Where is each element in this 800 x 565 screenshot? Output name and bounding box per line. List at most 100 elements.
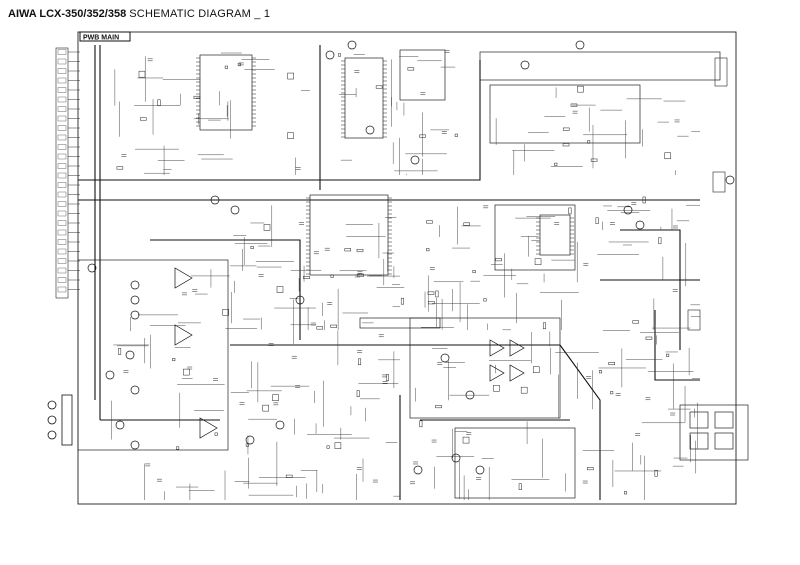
pin-pad xyxy=(57,106,67,112)
transistor xyxy=(365,125,375,135)
transistor xyxy=(623,205,633,215)
pin-pad xyxy=(57,115,67,122)
resistor xyxy=(172,358,176,362)
capacitor xyxy=(429,267,435,270)
pwb-main-tab xyxy=(79,31,131,42)
pin-pad xyxy=(57,49,67,55)
resistor xyxy=(287,72,294,80)
transistor xyxy=(105,370,115,380)
resistor xyxy=(454,133,458,137)
resistor xyxy=(463,222,470,226)
resistor xyxy=(183,368,190,376)
resistor xyxy=(356,249,364,253)
resistor xyxy=(222,309,229,316)
transistor xyxy=(347,40,357,50)
input-jack xyxy=(47,394,73,446)
transistor xyxy=(125,350,135,360)
resistor xyxy=(658,237,662,244)
capacitor xyxy=(645,397,651,401)
capacitor xyxy=(310,322,316,326)
resistor xyxy=(472,270,476,274)
amp-block xyxy=(77,259,576,499)
resistor xyxy=(250,245,254,249)
capacitor xyxy=(382,381,388,384)
resistor xyxy=(632,320,639,324)
resistor xyxy=(157,99,161,107)
resistor xyxy=(263,224,271,231)
resistor xyxy=(427,291,435,295)
resistor xyxy=(428,301,435,305)
capacitor xyxy=(466,432,472,435)
resistor xyxy=(554,162,558,166)
transistor xyxy=(245,435,255,445)
transistor xyxy=(413,465,423,475)
capacitor xyxy=(476,477,482,480)
pin-pad xyxy=(57,286,67,293)
model-name: AIWA LCX-350/352/358 xyxy=(8,8,127,20)
resistor xyxy=(330,274,334,278)
pin-pad xyxy=(57,210,67,217)
ic-block-top-left xyxy=(199,49,721,144)
resistor xyxy=(334,442,342,449)
transistor xyxy=(575,40,585,50)
resistor xyxy=(193,95,201,99)
resistor xyxy=(664,152,671,160)
resistor xyxy=(338,53,342,57)
right-connector xyxy=(687,57,728,331)
transistor xyxy=(130,385,140,395)
pin-pad xyxy=(57,267,67,274)
resistor xyxy=(654,469,658,477)
resistor xyxy=(224,65,228,69)
resistor xyxy=(356,390,360,397)
ic-block-middle xyxy=(309,194,576,329)
pwb-main-label: PWB MAIN xyxy=(83,35,119,42)
resistor xyxy=(610,391,614,395)
transistor xyxy=(475,465,485,475)
transistor xyxy=(210,195,220,205)
transistor xyxy=(465,390,475,400)
transistor xyxy=(295,295,305,305)
components xyxy=(116,49,680,495)
transistor xyxy=(130,295,140,305)
resistor xyxy=(245,443,249,447)
capacitor xyxy=(299,222,305,225)
transistor xyxy=(325,50,335,60)
pin-pad xyxy=(57,96,67,103)
transistor xyxy=(115,420,125,430)
pin-pad xyxy=(57,153,67,160)
transistor xyxy=(520,60,530,70)
capacitor xyxy=(324,247,330,251)
transistor xyxy=(130,440,140,450)
transistor xyxy=(275,420,285,430)
resistor xyxy=(276,286,284,293)
transistor xyxy=(635,220,645,230)
capacitor xyxy=(213,378,219,381)
capacitor xyxy=(123,370,129,374)
resistor xyxy=(344,248,352,252)
resistor xyxy=(666,353,670,357)
pin-pad xyxy=(57,191,67,198)
bus-wires xyxy=(78,45,700,500)
capacitor xyxy=(582,480,588,484)
pin-pad xyxy=(57,172,67,179)
capacitor xyxy=(572,110,578,114)
capacitor xyxy=(672,225,678,229)
transistor xyxy=(410,155,420,165)
resistor xyxy=(357,273,364,277)
capacitor xyxy=(258,274,264,277)
capacitor xyxy=(313,251,319,255)
pin-pad xyxy=(57,163,67,169)
left-connector xyxy=(55,47,69,299)
resistor xyxy=(435,405,442,409)
capacitor xyxy=(238,62,244,66)
capacitor xyxy=(444,49,450,53)
pin-pad xyxy=(57,277,67,283)
pin-pad xyxy=(57,68,67,74)
transistor xyxy=(130,280,140,290)
resistor xyxy=(116,166,124,170)
capacitor xyxy=(420,92,426,96)
resistor xyxy=(237,63,241,67)
capacitor xyxy=(441,131,447,134)
pin-pad xyxy=(57,182,67,188)
